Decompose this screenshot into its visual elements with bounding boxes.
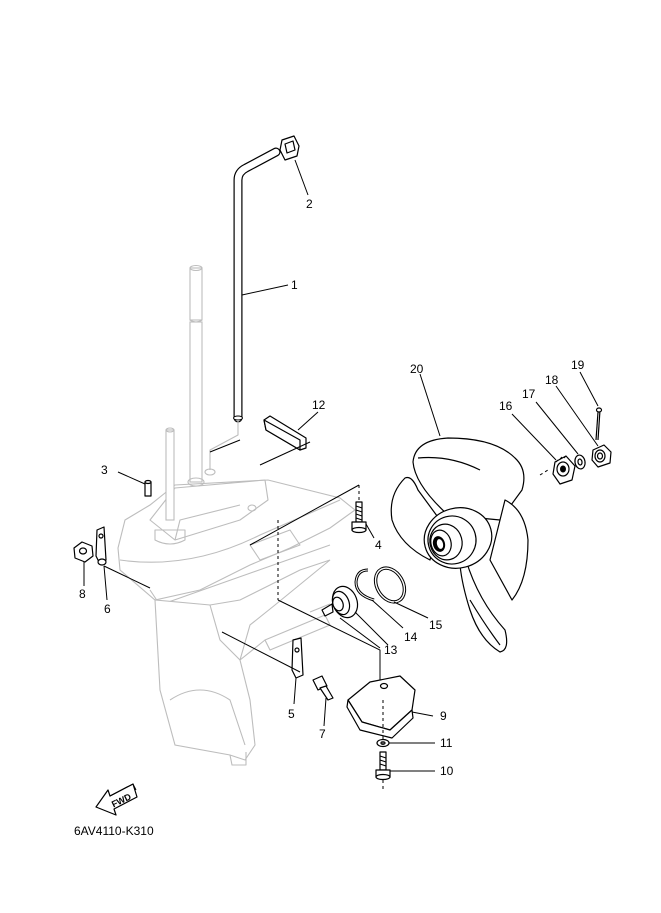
alignment-lines <box>103 439 549 790</box>
callout-13: 13 <box>384 643 398 657</box>
washer-17 <box>574 454 586 470</box>
nut-8 <box>73 541 94 563</box>
callout-15: 15 <box>429 618 443 632</box>
callout-2: 2 <box>306 197 313 211</box>
water-tube <box>204 147 281 476</box>
callout-16: 16 <box>499 399 513 413</box>
forward-arrow-icon: FWD <box>95 783 138 816</box>
grommet <box>279 135 300 161</box>
bracket-6 <box>95 526 107 566</box>
cotter-pin-19 <box>595 407 603 441</box>
shift-rod <box>154 427 186 545</box>
o-ring-15 <box>373 566 407 604</box>
lower-unit-housing <box>117 479 356 766</box>
bolt-4 <box>351 501 367 534</box>
seal-housing-13 <box>309 585 359 619</box>
circlip-14 <box>354 568 375 602</box>
callout-9: 9 <box>440 709 447 723</box>
nut-18 <box>591 444 612 468</box>
propeller <box>390 437 529 653</box>
callout-labels: 1 2 3 4 5 6 7 8 9 10 11 12 13 14 15 16 1… <box>79 197 585 778</box>
dowel-pin <box>144 479 152 497</box>
callout-12: 12 <box>312 398 326 412</box>
callout-7: 7 <box>319 727 326 741</box>
callout-1: 1 <box>291 278 298 292</box>
leader-lines <box>83 159 599 772</box>
callout-11: 11 <box>440 736 453 750</box>
screw-7 <box>312 675 334 701</box>
callout-14: 14 <box>404 630 418 644</box>
plate-12 <box>263 415 307 451</box>
callout-8: 8 <box>79 587 86 601</box>
callout-18: 18 <box>545 373 559 387</box>
callout-20: 20 <box>410 362 424 376</box>
callout-10: 10 <box>440 764 454 778</box>
callout-5: 5 <box>288 707 295 721</box>
drive-shaft <box>187 264 205 487</box>
callout-19: 19 <box>571 358 585 372</box>
callout-6: 6 <box>104 602 111 616</box>
callout-17: 17 <box>522 387 536 401</box>
callout-3: 3 <box>101 463 108 477</box>
callout-4: 4 <box>375 538 382 552</box>
spacer-16 <box>552 455 576 485</box>
anode-9 <box>346 675 416 739</box>
diagram-reference-code: 6AV4110-K310 <box>74 824 154 838</box>
bolt-10 <box>375 751 391 781</box>
anode-bracket-5 <box>291 637 304 679</box>
